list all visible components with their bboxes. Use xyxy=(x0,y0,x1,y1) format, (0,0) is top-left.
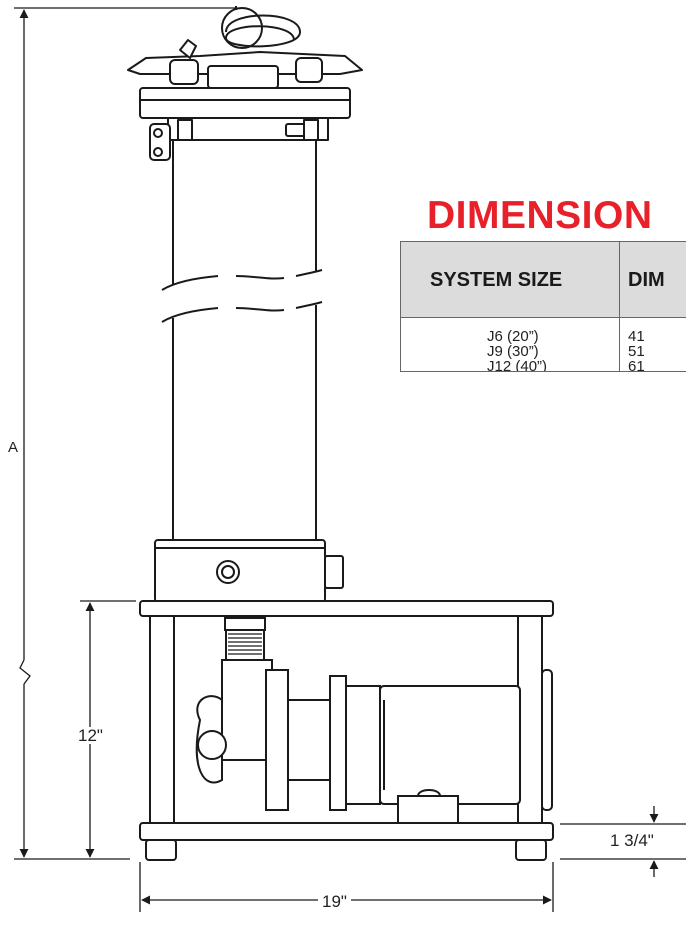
stand-height-label: 12" xyxy=(78,726,103,745)
base-height-label: 1 3/4" xyxy=(610,831,654,850)
dimension-a-label: A xyxy=(8,439,19,456)
filter-head xyxy=(127,6,363,161)
dimension-table-title: DIMENSION xyxy=(427,194,653,237)
table-cell-dim: 61 xyxy=(628,358,645,372)
table-cell-size: J12 (40”) xyxy=(487,358,548,372)
table-cell-size: J9 (30”) xyxy=(487,343,539,360)
width-label: 19" xyxy=(318,893,351,910)
header-system-size: SYSTEM SIZE xyxy=(430,269,563,291)
dimension-table: SYSTEM SIZE DIM J6 (20”) 41 J9 (30”) 51 … xyxy=(400,241,686,372)
filter-housing xyxy=(154,140,344,603)
table-cell-dim: 41 xyxy=(628,328,645,345)
table-cell-dim: 51 xyxy=(628,343,645,360)
height-dimension-a xyxy=(14,7,235,860)
stand-frame xyxy=(139,600,554,861)
table-header: SYSTEM SIZE DIM xyxy=(401,242,686,318)
base-height-dimension xyxy=(560,806,686,877)
header-dim: DIM xyxy=(628,269,665,291)
column-divider xyxy=(619,242,620,371)
pump-motor xyxy=(195,617,521,824)
table-cell-size: J6 (20”) xyxy=(487,328,539,345)
